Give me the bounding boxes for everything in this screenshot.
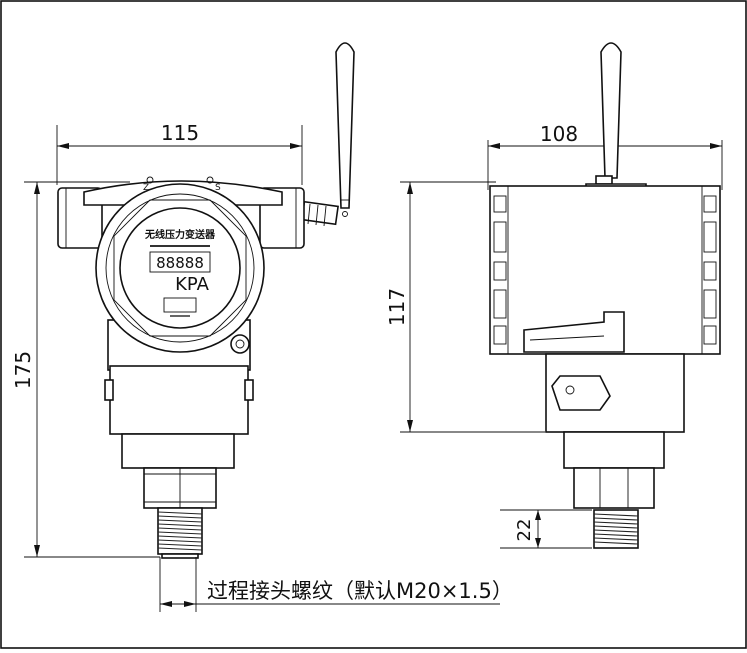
display-window bbox=[119, 207, 241, 329]
lcd-digits-box bbox=[149, 251, 211, 273]
side-thread-lines bbox=[593, 513, 639, 545]
zero-button-icon bbox=[146, 176, 154, 184]
lcd-digits: 88888 bbox=[156, 254, 204, 272]
thread-length-label: 22 bbox=[514, 519, 535, 542]
thread-lines bbox=[157, 511, 203, 551]
sensor-collar bbox=[121, 433, 235, 469]
span-mark: S bbox=[215, 183, 221, 193]
thread-length-dimension: 22 bbox=[500, 509, 592, 549]
mount-bracket bbox=[523, 311, 625, 353]
front-width-label: 115 bbox=[161, 121, 199, 145]
right-fins bbox=[703, 195, 717, 345]
side-view: 108 117 22 bbox=[385, 42, 723, 549]
side-hex-nut bbox=[573, 467, 655, 509]
antenna bbox=[301, 42, 355, 227]
side-screw bbox=[565, 385, 575, 395]
ground-screw bbox=[230, 334, 250, 354]
span-button-icon bbox=[206, 176, 214, 184]
lcd-button-box bbox=[163, 297, 197, 313]
sensor-body bbox=[109, 365, 249, 435]
process-connection-label: 过程接头螺纹（默认M20×1.5） bbox=[207, 579, 513, 603]
zero-mark: Z bbox=[143, 183, 149, 193]
side-width-label: 108 bbox=[540, 122, 578, 146]
front-view: 115 175 Z S bbox=[11, 42, 513, 612]
lcd-unit: KPA bbox=[175, 274, 210, 295]
cover-octagon bbox=[113, 199, 247, 337]
side-height-label: 117 bbox=[385, 288, 409, 326]
front-width-dimension: 115 bbox=[56, 121, 303, 185]
front-height-dimension: 175 bbox=[11, 181, 160, 558]
left-fins bbox=[493, 195, 507, 345]
display-title: 无线压力变送器 bbox=[144, 228, 216, 241]
side-height-dimension: 117 bbox=[385, 181, 545, 433]
process-thread bbox=[157, 507, 203, 555]
side-process-thread bbox=[593, 509, 639, 549]
side-bracket-plate bbox=[551, 375, 611, 411]
front-height-label: 175 bbox=[11, 351, 35, 389]
side-collar bbox=[563, 431, 665, 469]
